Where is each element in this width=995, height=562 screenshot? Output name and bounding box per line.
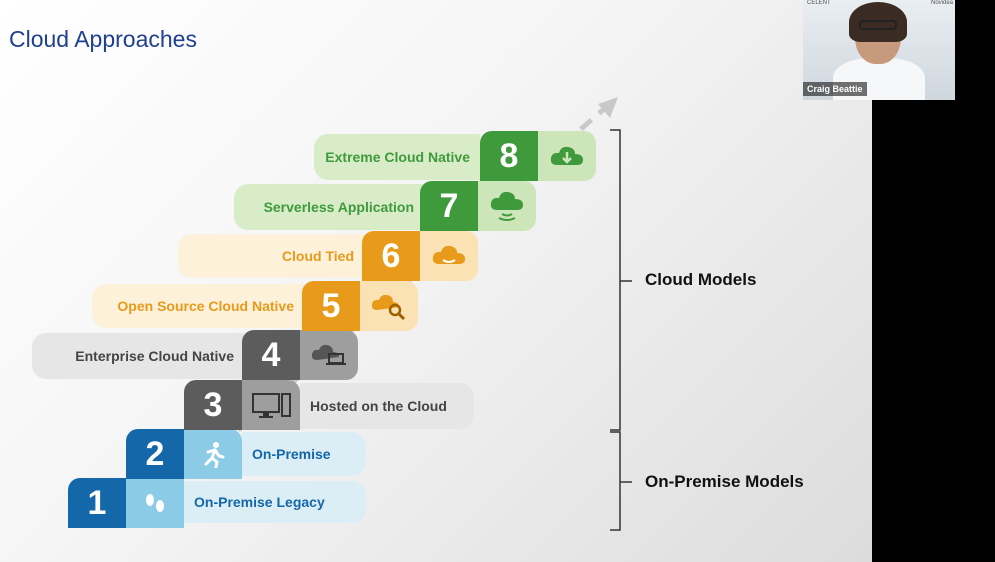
cloud-signal-icon: [478, 181, 536, 231]
step-3-label: Hosted on the Cloud: [300, 383, 474, 429]
on-premise-models-label: On-Premise Models: [645, 472, 804, 491]
webcam-corner-right: Novidea: [930, 0, 953, 6]
cloud-icon: [420, 231, 478, 281]
premise-bracket: [610, 431, 621, 531]
footprints-icon: [126, 478, 184, 528]
slide-title: Cloud Approaches: [9, 26, 197, 52]
step-2-label: On-Premise: [242, 432, 366, 476]
step-1-label: On-Premise Legacy: [184, 481, 366, 523]
step-8-number: 8: [480, 131, 538, 181]
step-8-label: Extreme Cloud Native: [314, 134, 480, 180]
step-4-label: Enterprise Cloud Native: [32, 333, 244, 379]
step-5-label: Open Source Cloud Native: [92, 284, 304, 328]
presentation-slide: Cloud Approaches On-Premise Legacy 1 On-…: [0, 0, 872, 562]
step-3-number: 3: [184, 380, 242, 430]
cloud-models-label: Cloud Models: [645, 270, 757, 289]
desktop-computer-icon: [242, 380, 300, 430]
step-1-number: 1: [68, 478, 126, 528]
step-7-number: 7: [420, 181, 478, 231]
step-5-number: 5: [302, 281, 360, 331]
cloud-bracket: [610, 129, 621, 431]
step-2-number: 2: [126, 429, 184, 479]
step-6-number: 6: [362, 231, 420, 281]
speaker-hair: [849, 2, 907, 42]
step-4-number: 4: [242, 330, 300, 380]
cloud-search-icon: [360, 281, 418, 331]
webcam-corner-left: CELENT: [807, 0, 831, 6]
running-person-icon: [184, 429, 242, 479]
cloud-download-icon: [538, 131, 596, 181]
cloud-laptop-icon: [300, 330, 358, 380]
participant-name: Craig Beattie: [803, 82, 867, 96]
step-6-label: Cloud Tied: [178, 234, 364, 278]
step-7-label: Serverless Application: [234, 184, 424, 230]
speaker-glasses: [859, 20, 897, 30]
